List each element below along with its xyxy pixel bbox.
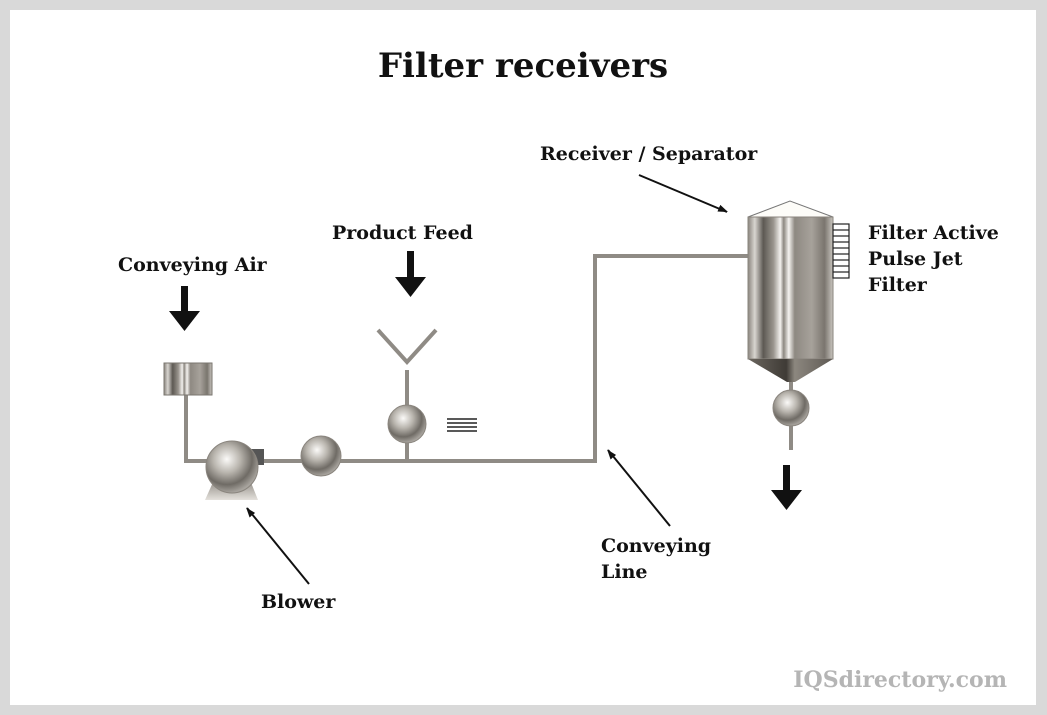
label-conveying-line-1: Conveying <box>601 535 711 557</box>
inline-valve-sphere <box>300 435 342 477</box>
receiver-pointer-arrow-icon <box>638 174 728 213</box>
discharge-arrow-icon <box>771 465 802 510</box>
air-inlet-filter <box>163 362 213 396</box>
label-conveying-line-2: Line <box>601 561 647 583</box>
receiver-separator-vessel <box>747 200 850 382</box>
label-product-feed: Product Feed <box>332 222 473 244</box>
label-conveying-air: Conveying Air <box>118 254 268 276</box>
blower-sphere <box>205 440 259 494</box>
label-receiver-separator: Receiver / Separator <box>540 143 758 165</box>
diagram-panel <box>10 10 1036 705</box>
conveying-line-pointer-arrow-icon <box>607 449 671 527</box>
vessel-dome <box>747 200 834 218</box>
product-feed-arrow-icon <box>395 251 426 297</box>
feeder-motor-lines <box>447 418 477 432</box>
blower-unit <box>205 440 264 500</box>
label-filter-line-3: Filter <box>868 274 928 296</box>
label-filter-line-1: Filter Active <box>868 222 999 244</box>
conveying-air-arrow-icon <box>169 286 200 331</box>
discharge-valve <box>772 389 810 427</box>
label-blower: Blower <box>261 591 336 613</box>
conveying-line-pipe <box>184 254 793 463</box>
vessel-cone <box>748 359 833 382</box>
label-filter-line-2: Pulse Jet <box>868 248 963 270</box>
pulse-jet-filter-fins <box>832 223 850 279</box>
vessel-body <box>747 216 834 360</box>
blower-pointer-arrow-icon <box>246 507 310 585</box>
watermark: IQSdirectory.com <box>793 667 1007 693</box>
diagram-title: Filter receivers <box>378 46 668 86</box>
rotary-feeder-valve <box>387 404 427 444</box>
